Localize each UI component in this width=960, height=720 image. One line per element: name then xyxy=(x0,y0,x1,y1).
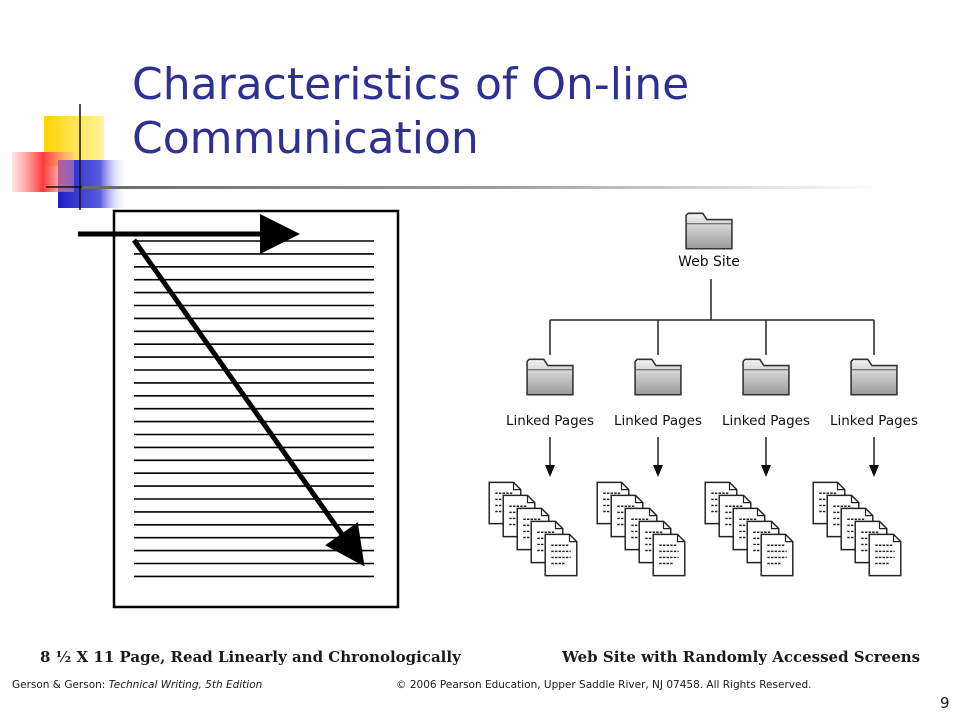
linear-page-caption: 8 ½ X 11 Page, Read Linearly and Chronol… xyxy=(40,648,461,666)
slide-title-line-1: Characteristics of On-line xyxy=(132,59,690,110)
branch-column: Linked Pages xyxy=(596,320,702,577)
page-number: 9 xyxy=(940,694,950,712)
slide-title-line-2: Communication xyxy=(132,113,479,164)
branch-label: Linked Pages xyxy=(830,413,918,429)
arrow-down-icon xyxy=(545,465,555,477)
website-caption: Web Site with Randomly Accessed Screens xyxy=(562,648,921,666)
folder-icon xyxy=(634,358,682,396)
folder-icon xyxy=(526,358,574,396)
root-label: Web Site xyxy=(678,254,740,270)
footer-citation: Gerson & Gerson: Technical Writing, 5th … xyxy=(12,679,262,691)
reading-arrow-diagonal xyxy=(131,238,365,567)
folder-icon xyxy=(742,358,790,396)
root-folder-icon xyxy=(685,212,733,250)
footer-book-title: Technical Writing, 5th Edition xyxy=(108,679,263,691)
document-icon xyxy=(544,533,578,577)
slide-title: Characteristics of On-line Communication xyxy=(132,58,689,166)
folder-icon xyxy=(850,358,898,396)
branch-label: Linked Pages xyxy=(722,413,810,429)
arrow-down-icon xyxy=(761,465,771,477)
document-icon xyxy=(760,533,794,577)
branch-label: Linked Pages xyxy=(506,413,594,429)
document-icon xyxy=(868,533,902,577)
branch-column: Linked Pages xyxy=(488,320,594,577)
branch-label: Linked Pages xyxy=(614,413,702,429)
title-decoration xyxy=(12,104,140,210)
footer-authors: Gerson & Gerson: xyxy=(12,679,109,691)
branch-column: Linked Pages xyxy=(704,320,810,577)
document-icon xyxy=(652,533,686,577)
title-underline xyxy=(82,186,882,189)
arrow-down-icon xyxy=(653,465,663,477)
branch-columns: Linked Pages Linked Pages Linked Pages Link… xyxy=(488,320,918,577)
linear-page-figure xyxy=(78,209,400,609)
arrow-down-icon xyxy=(869,465,879,477)
deco-red-block xyxy=(12,152,74,192)
footer-copyright: © 2006 Pearson Education, Upper Saddle R… xyxy=(396,679,812,691)
paper-text-lines xyxy=(134,240,374,578)
branch-column: Linked Pages xyxy=(812,320,918,577)
